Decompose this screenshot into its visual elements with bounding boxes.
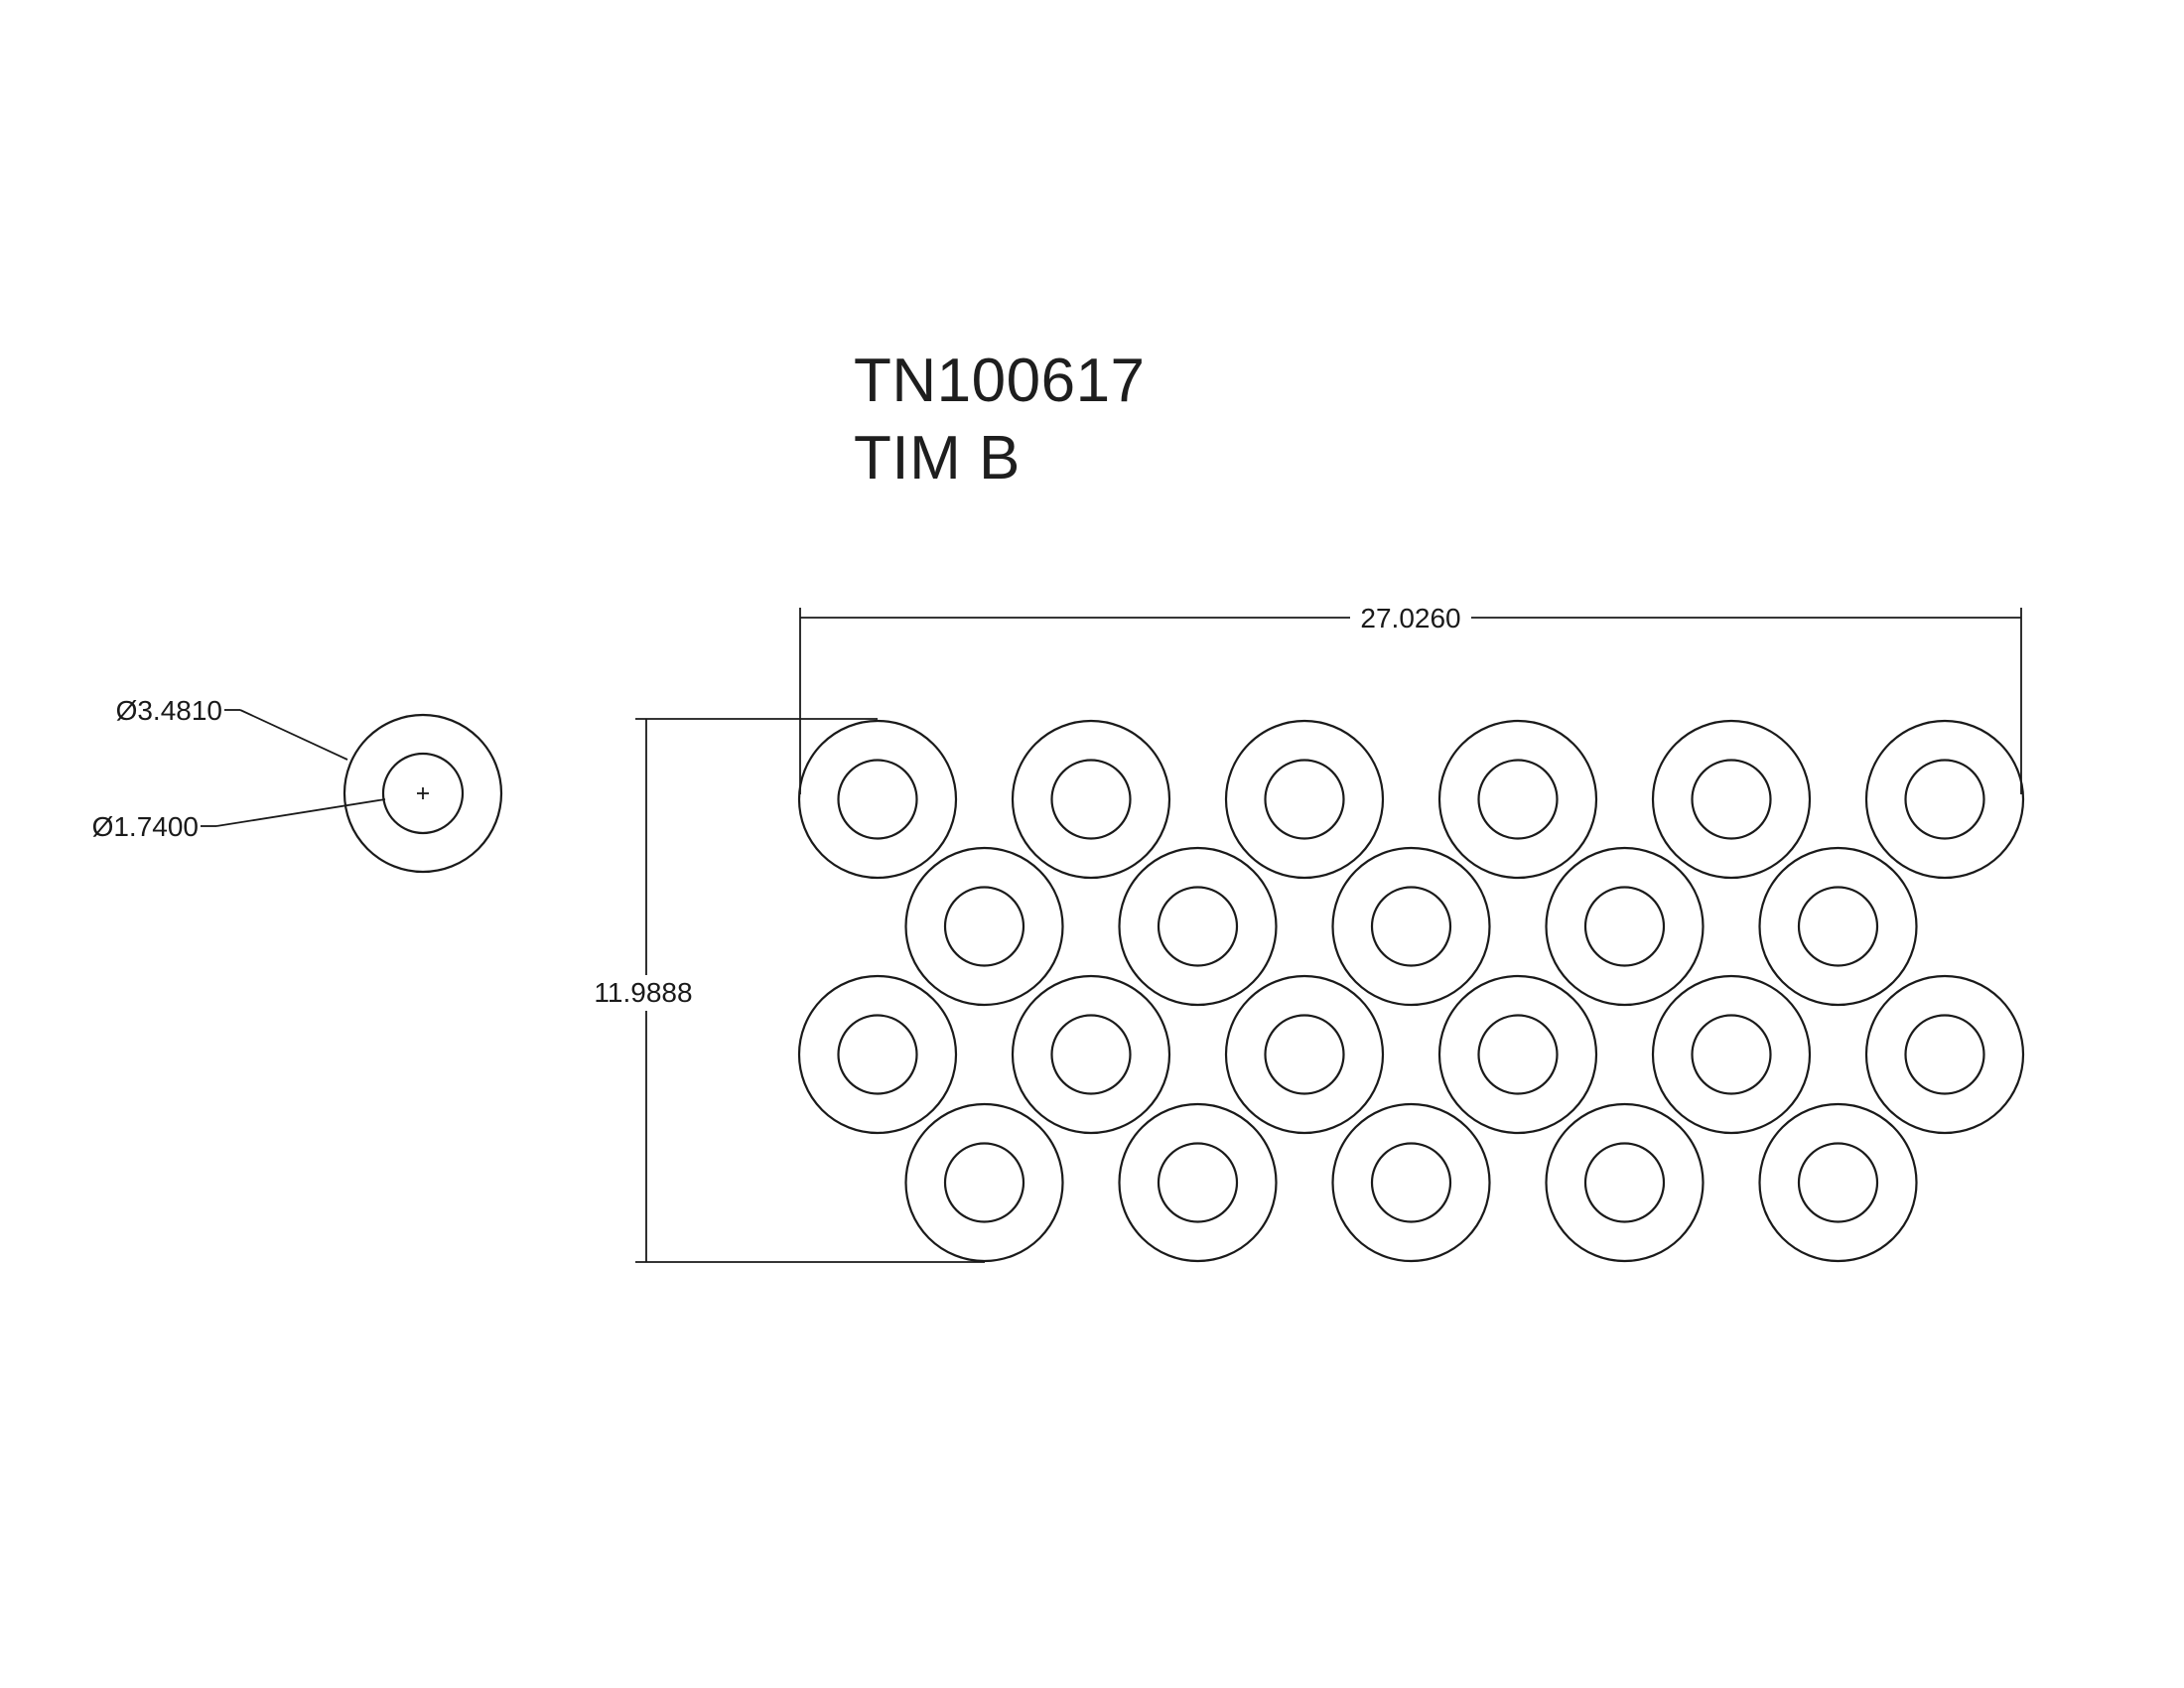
washer (904, 1102, 1064, 1263)
washer-outer-circle (1331, 846, 1491, 1007)
washer-outer-circle (1651, 719, 1812, 880)
washer-outer-circle (1864, 719, 2025, 880)
washer (797, 719, 958, 880)
washer-outer-circle (1545, 846, 1705, 1007)
washer-inner-circle (1050, 1014, 1132, 1095)
washer-outer-circle (1758, 1102, 1918, 1263)
washer-inner-circle (837, 759, 918, 840)
washer-inner-circle (1157, 886, 1239, 967)
washer-array (797, 719, 2025, 1263)
washer-outer-circle (1651, 974, 1812, 1135)
washer (1011, 719, 1171, 880)
washer-inner-circle (1477, 759, 1559, 840)
washer (797, 974, 958, 1135)
washer-inner-circle (1904, 1014, 1985, 1095)
part-number: TN100617 (854, 347, 1146, 415)
washer (1118, 1102, 1278, 1263)
washer-outer-circle (1224, 974, 1385, 1135)
washer (1118, 846, 1278, 1007)
washer-inner-circle (1583, 1142, 1666, 1223)
washer (1651, 974, 1812, 1135)
washer-inner-circle (837, 1014, 918, 1095)
washer-outer-circle (797, 719, 958, 880)
washer-inner-circle (1797, 1142, 1879, 1223)
washer (1011, 974, 1171, 1135)
washer (904, 846, 1064, 1007)
washer-inner-circle (1691, 759, 1772, 840)
washer-outer-circle (904, 1102, 1064, 1263)
washer-inner-circle (943, 1142, 1025, 1223)
height-dimension: 11.9888 (594, 718, 985, 1263)
washer-inner-circle (1370, 886, 1452, 967)
washer-outer-circle (1864, 974, 2025, 1135)
washer (1545, 1102, 1705, 1263)
washer-inner-circle (1050, 759, 1132, 840)
washer-inner-circle (943, 886, 1025, 967)
washer-outer-circle (1011, 719, 1171, 880)
washer-outer-circle (1118, 846, 1278, 1007)
washer-outer-circle (797, 974, 958, 1135)
washer-inner-circle (1583, 886, 1666, 967)
detail-view: Ø3.4810 Ø1.7400 (92, 695, 503, 874)
washer (1864, 719, 2025, 880)
washer-outer-circle (1437, 719, 1598, 880)
washer-outer-circle (1331, 1102, 1491, 1263)
washer-outer-circle (1545, 1102, 1705, 1263)
inner-diameter-label: Ø1.7400 (92, 811, 199, 842)
inner-leader-line (215, 798, 386, 827)
washer-inner-circle (1157, 1142, 1239, 1223)
washer (1651, 719, 1812, 880)
washer-inner-circle (1370, 1142, 1452, 1223)
washer (1437, 974, 1598, 1135)
washer-outer-circle (1011, 974, 1171, 1135)
outer-leader-line (239, 709, 348, 761)
washer-inner-circle (1691, 1014, 1772, 1095)
washer-inner-circle (1264, 1014, 1345, 1095)
washer-outer-circle (1758, 846, 1918, 1007)
width-dimension: 27.0260 (799, 603, 2022, 794)
part-name: TIM B (854, 424, 1021, 492)
washer (1758, 846, 1918, 1007)
washer-inner-circle (1264, 759, 1345, 840)
detail-inner-circle (381, 752, 465, 835)
washer-inner-circle (1904, 759, 1985, 840)
detail-outer-circle (342, 713, 503, 874)
washer (1545, 846, 1705, 1007)
washer-inner-circle (1477, 1014, 1559, 1095)
washer (1224, 719, 1385, 880)
title-block: TN100617 TIM B (854, 343, 1146, 497)
washer (1224, 974, 1385, 1135)
washer (1331, 846, 1491, 1007)
washer (1758, 1102, 1918, 1263)
width-label: 27.0260 (1360, 603, 1460, 633)
washer-outer-circle (1224, 719, 1385, 880)
washer-outer-circle (1437, 974, 1598, 1135)
height-label: 11.9888 (594, 977, 692, 1008)
washer (1331, 1102, 1491, 1263)
washer-outer-circle (1118, 1102, 1278, 1263)
washer (1864, 974, 2025, 1135)
washer-inner-circle (1797, 886, 1879, 967)
washer (1437, 719, 1598, 880)
outer-diameter-label: Ø3.4810 (116, 695, 222, 726)
washer-outer-circle (904, 846, 1064, 1007)
